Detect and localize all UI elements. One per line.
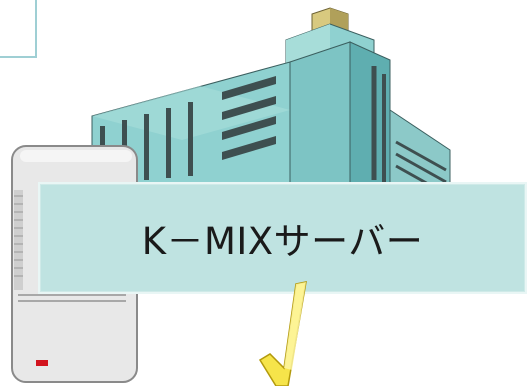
partial-frame-top-left xyxy=(0,0,37,58)
server-label-box: K－MIXサーバー xyxy=(38,182,527,294)
server-label: K－MIXサーバー xyxy=(141,220,424,263)
building-icon xyxy=(91,7,451,201)
power-led-icon xyxy=(36,360,48,366)
